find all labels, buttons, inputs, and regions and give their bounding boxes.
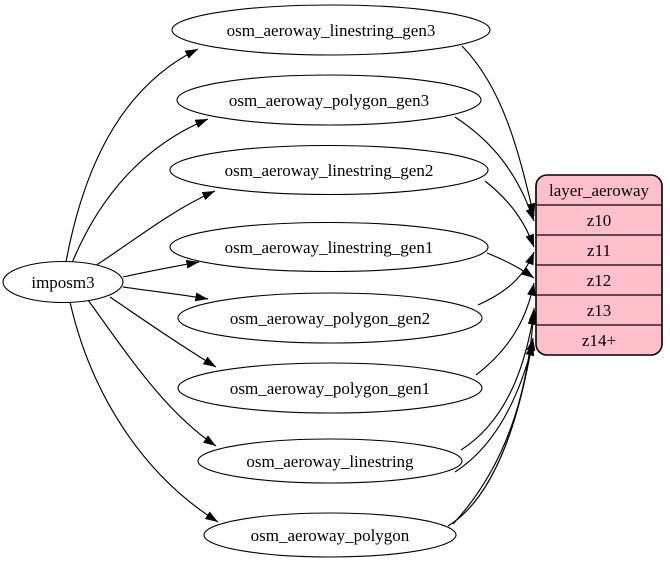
node-imposm3: imposm3 [2, 260, 124, 304]
edge-imposm3-to-osm-aeroway-polygon-gen3 [71, 118, 209, 264]
edges-from-imposm3 [65, 48, 219, 523]
node-osm-aeroway-polygon-gen2: osm_aeroway_polygon_gen2 [177, 292, 483, 344]
node-osm-aeroway-polygon: osm_aeroway_polygon [203, 512, 457, 558]
edge-osm-aeroway-polygon-gen1-to-z12 [475, 282, 536, 376]
node-label: osm_aeroway_linestring [246, 452, 414, 471]
edge-imposm3-to-osm-aeroway-polygon-gen1 [109, 296, 217, 368]
node-label: imposm3 [31, 273, 94, 292]
edge-imposm3-to-osm-aeroway-linestring-gen2 [94, 190, 216, 267]
node-osm-aeroway-polygon-gen3: osm_aeroway_polygon_gen3 [176, 74, 482, 126]
node-label: osm_aeroway_polygon_gen3 [229, 91, 429, 110]
node-label: osm_aeroway_polygon [251, 526, 410, 545]
edge-osm-aeroway-polygon-gen3-to-z10 [454, 116, 535, 222]
node-label: osm_aeroway_polygon_gen2 [230, 309, 430, 328]
node-label: osm_aeroway_polygon_gen1 [230, 379, 430, 398]
node-osm-aeroway-linestring: osm_aeroway_linestring [197, 438, 463, 484]
edge-osm-aeroway-polygon-to-z13 [452, 307, 538, 525]
edge-imposm3-to-osm-aeroway-linestring-gen1 [122, 259, 200, 278]
table-row-z12: z12 [587, 271, 612, 290]
node-osm-aeroway-polygon-gen1: osm_aeroway_polygon_gen1 [177, 362, 483, 414]
edge-osm-aeroway-polygon-gen2-to-z11 [477, 251, 535, 306]
table-row-z14: z14+ [582, 331, 616, 350]
node-label: osm_aeroway_linestring_gen2 [225, 161, 434, 180]
edge-imposm3-to-osm-aeroway-polygon [69, 301, 219, 523]
edge-osm-aeroway-polygon-to-z14 [447, 337, 536, 527]
edge-osm-aeroway-linestring-gen2-to-z11 [484, 180, 535, 248]
edge-imposm3-to-osm-aeroway-linestring-gen3 [65, 48, 199, 263]
table-header-label: layer_aeroway [549, 181, 650, 200]
node-osm-aeroway-linestring-gen2: osm_aeroway_linestring_gen2 [169, 144, 489, 196]
edge-imposm3-to-osm-aeroway-polygon-gen2 [122, 286, 209, 302]
edge-osm-aeroway-linestring-gen3-to-z10 [461, 45, 536, 217]
edge-osm-aeroway-linestring-to-z14 [454, 342, 535, 473]
node-label: osm_aeroway_linestring_gen3 [227, 21, 436, 40]
table-row-z10: z10 [587, 211, 612, 230]
table-row-z13: z13 [587, 301, 612, 320]
node-osm-aeroway-linestring-gen3: osm_aeroway_linestring_gen3 [171, 4, 491, 56]
edge-osm-aeroway-linestring-to-z13 [460, 311, 537, 451]
edge-imposm3-to-osm-aeroway-linestring [87, 299, 217, 447]
edge-osm-aeroway-linestring-gen1-to-z12 [486, 252, 535, 279]
node-osm-aeroway-linestring-gen1: osm_aeroway_linestring_gen1 [169, 221, 489, 273]
node-layer-aeroway: layer_aeroway z10 z11 z12 z13 z14+ [535, 174, 663, 356]
node-label: osm_aeroway_linestring_gen1 [225, 238, 434, 257]
edges-to-layer-aeroway [447, 45, 538, 527]
table-row-z11: z11 [587, 241, 611, 260]
